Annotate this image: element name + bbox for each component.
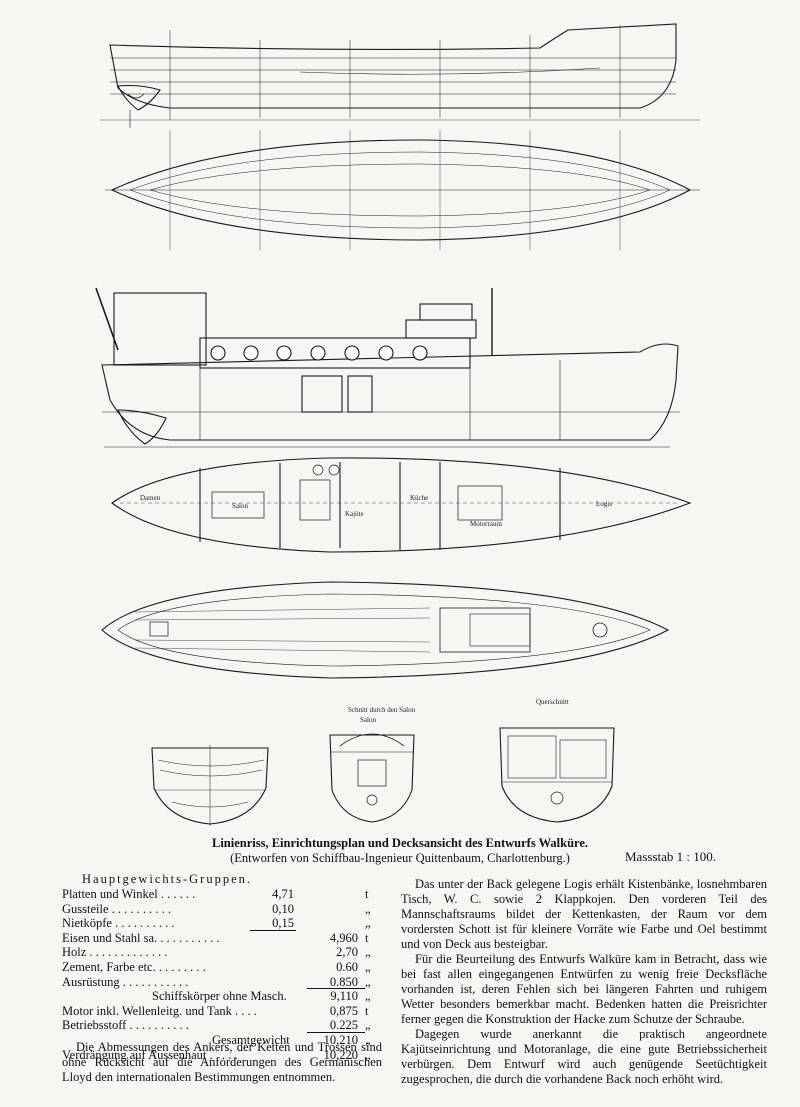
paragraph-2: Für die Beurteilung des Entwurfs Walküre…: [401, 952, 767, 1026]
label-galley: Küche: [410, 494, 428, 502]
weight-v2: 10,210: [323, 1032, 358, 1047]
anchor-note-text: Die Abmessungen des Ankers, der Ketten u…: [62, 1040, 382, 1084]
label-aft-room: Damen: [140, 494, 161, 502]
weight-v2: 0,875: [329, 1003, 358, 1018]
accommodation-plan: [111, 457, 692, 553]
engine-cross-section: [499, 727, 615, 823]
label-cabin: Kajüte: [345, 510, 364, 518]
weight-unit: „: [365, 901, 371, 916]
weight-label: Schiffskörper ohne Masch.: [152, 989, 287, 1004]
weight-v2: 0.850: [329, 974, 358, 989]
weight-label: Gussteile . . . . . . . . . .: [62, 901, 172, 916]
article-text: Das unter der Back gelegene Logis erhält…: [401, 877, 767, 1087]
subtotal-rule: [307, 1031, 365, 1033]
weight-row: Gesamtgewicht 10,210 „: [62, 1033, 377, 1048]
weight-unit: „: [365, 916, 371, 931]
weight-unit: „: [365, 1032, 371, 1047]
weight-row: Gussteile . . . . . . . . . . 0,10 „: [62, 902, 377, 917]
body-plan-section: [151, 745, 269, 826]
weight-label: Eisen und Stahl sa. . . . . . . . . . .: [62, 930, 220, 945]
weight-row: Schiffskörper ohne Masch. 9,110 „: [62, 989, 377, 1004]
section-1-room: Salon: [360, 716, 376, 724]
label-logis: Logis: [596, 500, 612, 508]
weight-unit: „: [365, 945, 371, 960]
weight-table-heading: Hauptgewichts-Gruppen.: [82, 872, 253, 886]
weight-row: Eisen und Stahl sa. . . . . . . . . . . 4…: [62, 931, 377, 946]
weight-unit: „: [365, 1018, 371, 1033]
weight-label: Betriebsstoff . . . . . . . . . .: [62, 1018, 189, 1033]
section-1-title: Schnitt durch den Salon: [348, 706, 416, 714]
subtotal-rule: [250, 929, 296, 931]
figure-caption-title: Linienriss, Einrichtungsplan und Decksan…: [211, 836, 589, 850]
weight-unit: „: [365, 974, 371, 989]
weight-v1: 0,10: [272, 901, 294, 916]
figure-scale: Massstab 1 : 100.: [625, 849, 716, 864]
lines-half-breadth: [105, 130, 700, 250]
weight-unit: t: [365, 887, 369, 901]
weight-label: Gesamtgewicht: [212, 1032, 290, 1047]
weight-row: Zement, Farbe etc. . . . . . . . . 0.60 „: [62, 960, 377, 975]
weight-unit: „: [365, 989, 371, 1004]
weight-row: Motor inkl. Wellenleitg. und Tank . . . …: [62, 1004, 377, 1019]
weight-v2: 2,70: [336, 945, 358, 960]
weight-label: Zement, Farbe etc. . . . . . . . .: [62, 959, 206, 974]
weight-unit: „: [365, 1047, 371, 1062]
weight-row: Betriebsstoff . . . . . . . . . . 0.225 „: [62, 1018, 377, 1033]
weight-label: Motor inkl. Wellenleitg. und Tank . . . …: [62, 1003, 257, 1018]
weight-label: Nietköpfe . . . . . . . . . .: [62, 916, 175, 931]
saloon-cross-section: [329, 733, 415, 823]
weight-row: Nietköpfe . . . . . . . . . . 0,15 „: [62, 916, 377, 931]
ship-drawing-plate: Salon Kajüte Motorraum Logis Damen Küche…: [95, 23, 700, 826]
section-2-title: Querschnitt: [536, 698, 569, 706]
weight-v2: 0.225: [329, 1018, 358, 1033]
weight-row: Ausrüstung . . . . . . . . . . . 0.850 „: [62, 975, 377, 990]
weight-label: Ausrüstung . . . . . . . . . . .: [62, 974, 189, 989]
weight-unit: t: [365, 1003, 369, 1018]
weight-v2: 10,220: [323, 1047, 358, 1062]
weight-unit: t: [365, 930, 369, 945]
weight-v1: 0,15: [272, 916, 294, 931]
label-engine-room: Motorraum: [470, 520, 502, 528]
weight-v2: 9,110: [330, 989, 358, 1004]
weight-row: Platten und Winkel . . . . . . 4,71 t: [62, 887, 377, 902]
weight-row: Holz . . . . . . . . . . . . . 2,70 „: [62, 945, 377, 960]
arrangement-profile: [95, 287, 680, 448]
deck-plan: [101, 581, 670, 679]
weight-table: Hauptgewichts-Gruppen. Platten und Winke…: [62, 872, 377, 1062]
subtotal-rule: [307, 988, 365, 990]
weight-v2: 0.60: [336, 959, 358, 974]
figure-caption-subtitle: (Entworfen von Schiffbau-Ingenieur Quitt…: [230, 851, 570, 865]
anchor-note: Die Abmessungen des Ankers, der Ketten u…: [62, 1040, 382, 1085]
weight-label: Holz . . . . . . . . . . . . .: [62, 945, 168, 960]
lines-profile: [100, 23, 700, 128]
weight-label: Verdrängung auf Aussenhaut . . . . .: [62, 1047, 238, 1062]
paragraph-1: Das unter der Back gelegene Logis erhält…: [401, 877, 767, 951]
weight-v2: 4,960: [329, 930, 358, 945]
weight-row: Verdrängung auf Aussenhaut . . . . . 10,2…: [62, 1048, 377, 1063]
weight-unit: „: [365, 959, 371, 974]
weight-label: Platten und Winkel . . . . . .: [62, 887, 196, 901]
paragraph-3: Dagegen wurde anerkannt die praktisch an…: [401, 1027, 767, 1086]
weight-v1: 4,71: [272, 887, 294, 901]
label-saloon: Salon: [232, 502, 248, 510]
